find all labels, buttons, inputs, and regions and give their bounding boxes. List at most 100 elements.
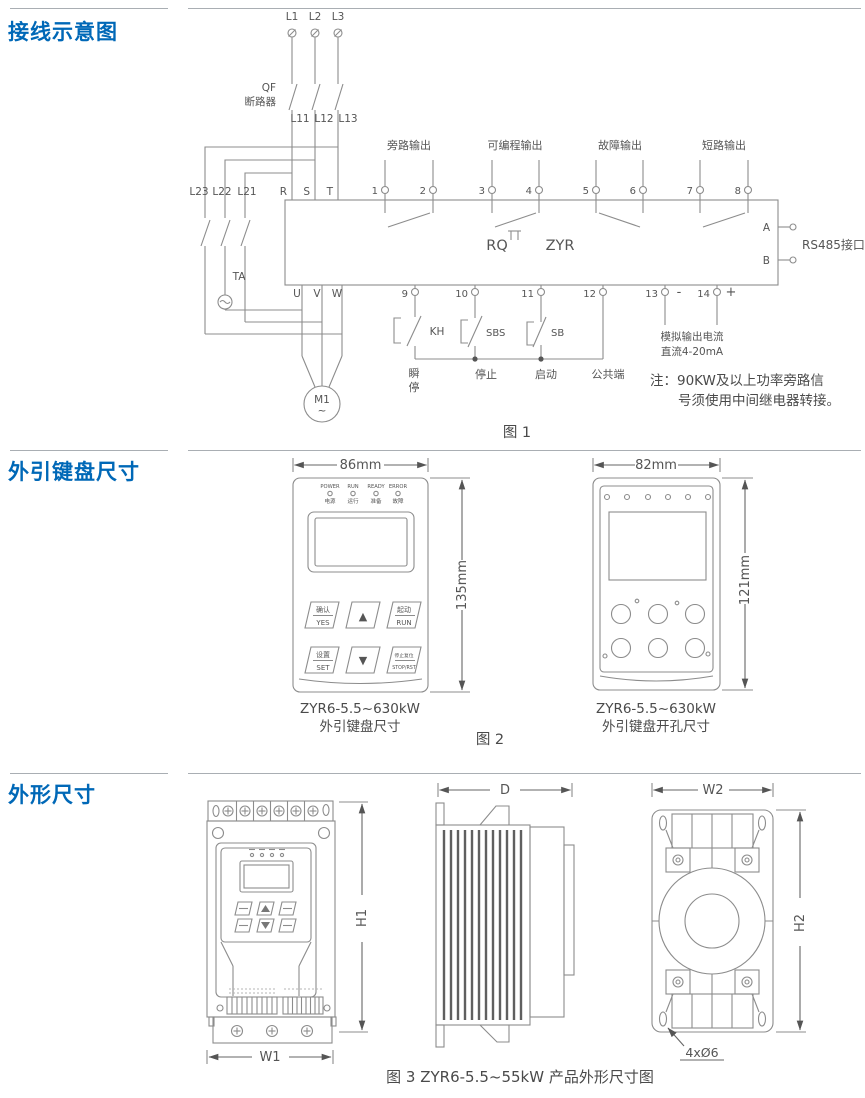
label-s: S [303,186,310,198]
label-breaker: 断路器 [245,95,277,108]
dim-d: D [500,783,510,798]
keypad-dimensions-figure: 86mm 135mm POWER RUN READY ERROR 电源 运行 准… [292,458,753,693]
dim-mounting-holes: 4xØ6 [685,1045,718,1060]
label-l1: L1 [286,11,299,23]
wiring-lines [200,28,797,423]
label-t: T [326,186,334,198]
section-title-outline: 外形尺寸 [8,783,96,807]
terminal-13: 13 [645,289,658,300]
key-down-icon: ▼ [359,654,368,667]
label-l12: L12 [314,113,333,125]
terminal-12: 12 [583,289,596,300]
label-l22: L22 [212,186,231,198]
dim-h1: H1 [355,909,370,927]
key-set-cn: 设置 [316,650,330,659]
divider [10,773,168,774]
control-terminals [410,285,722,297]
terminal-7: 7 [687,186,693,197]
back-view-drawing [651,783,806,1061]
label-rs485: RS485接口 [802,237,865,252]
label-w: W [332,288,343,300]
label-l11: L11 [290,113,309,125]
label-v: V [313,288,321,300]
led-power-en: POWER [320,484,340,490]
keypad-cutout-caption-1: ZYR6-5.5~630kW [595,701,717,717]
label-minus: - [677,285,682,300]
front-view-drawing [206,800,368,1064]
label-motor: M1 [314,394,330,406]
motor-wires [301,285,343,423]
label-analog-1: 模拟输出电流 [661,330,724,343]
label-u: U [293,288,301,300]
keypad-keys [304,601,422,674]
label-stop: 停止 [475,367,497,381]
key-stop-en: STOP/RST [392,665,416,671]
led-error-cn: 故障 [392,497,404,505]
keypad-panel-caption-2: 外引键盘尺寸 [319,719,401,735]
label-ta: TA [232,271,247,283]
dim-86mm: 86mm [340,458,382,473]
keypad-panel-caption-1: ZYR6-5.5~630kW [299,701,421,717]
note-line-2: 号须使用中间继电器转接。 [678,392,840,409]
divider [188,450,861,451]
figure-1-caption: 图 1 [502,425,532,441]
label-jog-2: 停 [409,380,420,394]
keypad-panel-labels: 86mm 135mm POWER RUN READY ERROR 电源 运行 准… [315,458,470,672]
section-title-keypad: 外引键盘尺寸 [8,460,140,484]
label-analog-2: 直流4-20mA [661,345,724,358]
dim-w1: W1 [259,1050,280,1065]
label-plus: + [726,285,737,300]
label-qf: QF [262,82,276,94]
label-l3: L3 [332,11,345,23]
led-ready-en: READY [367,484,385,490]
key-set-en: SET [316,664,330,672]
led-run-en: RUN [347,484,358,490]
bottom-flange [208,1016,337,1044]
dim-135mm: 135mm [455,560,470,610]
label-programmable-output: 可编程输出 [488,138,543,152]
terminal-11: 11 [521,289,534,300]
label-rs485-a: A [763,222,771,234]
figure-3-caption: 图 3 ZYR6-5.5~55kW 产品外形尺寸图 [386,1068,654,1086]
label-l23: L23 [189,186,208,198]
led-ready-cn: 准备 [370,497,382,505]
label-sb: SB [551,328,564,339]
key-up-icon: ▲ [359,610,368,623]
terminal-3: 3 [479,186,485,197]
relay-contact-symbols [384,200,749,240]
side-view-drawing [435,783,575,1048]
divider [188,8,861,9]
keypad-panel-drawing [292,458,470,693]
terminal-4: 4 [526,186,532,197]
keypad-cutout-caption-2: 外引键盘开孔尺寸 [602,719,710,735]
divider [188,773,861,774]
label-start: 启动 [535,368,557,381]
divider [10,8,168,9]
label-r: R [280,186,287,198]
label-rs485-b: B [763,255,770,267]
terminal-10: 10 [455,289,468,300]
heatsink-fins [442,830,523,1020]
key-yes-cn: 确认 [316,605,330,614]
dim-w2: W2 [702,783,723,798]
led-power-cn: 电源 [324,497,336,505]
note-line-1: 注：90KW及以上功率旁路信 [650,372,824,389]
terminal-6: 6 [630,186,636,197]
label-short-output: 短路输出 [702,138,746,152]
bottom-terminal-blocks [216,988,331,1015]
label-fault-output: 故障输出 [598,138,642,152]
terminal-2: 2 [420,186,426,197]
label-l13: L13 [338,113,357,125]
keypad-cutout-drawing [592,458,753,691]
relay-output-terminals [380,160,753,200]
outline-dimensions-figure: H1 W1 D W2 H2 4xØ6 [206,783,808,1065]
section-title-wiring: 接线示意图 [8,20,118,44]
terminal-9: 9 [402,289,408,300]
control-circuit [393,295,718,362]
key-stop-cn: 停止复位 [394,652,413,659]
label-kh: KH [430,326,445,338]
key-run-en: RUN [396,619,411,627]
label-motor-tilde: ~ [318,405,327,417]
label-l2: L2 [309,11,322,23]
